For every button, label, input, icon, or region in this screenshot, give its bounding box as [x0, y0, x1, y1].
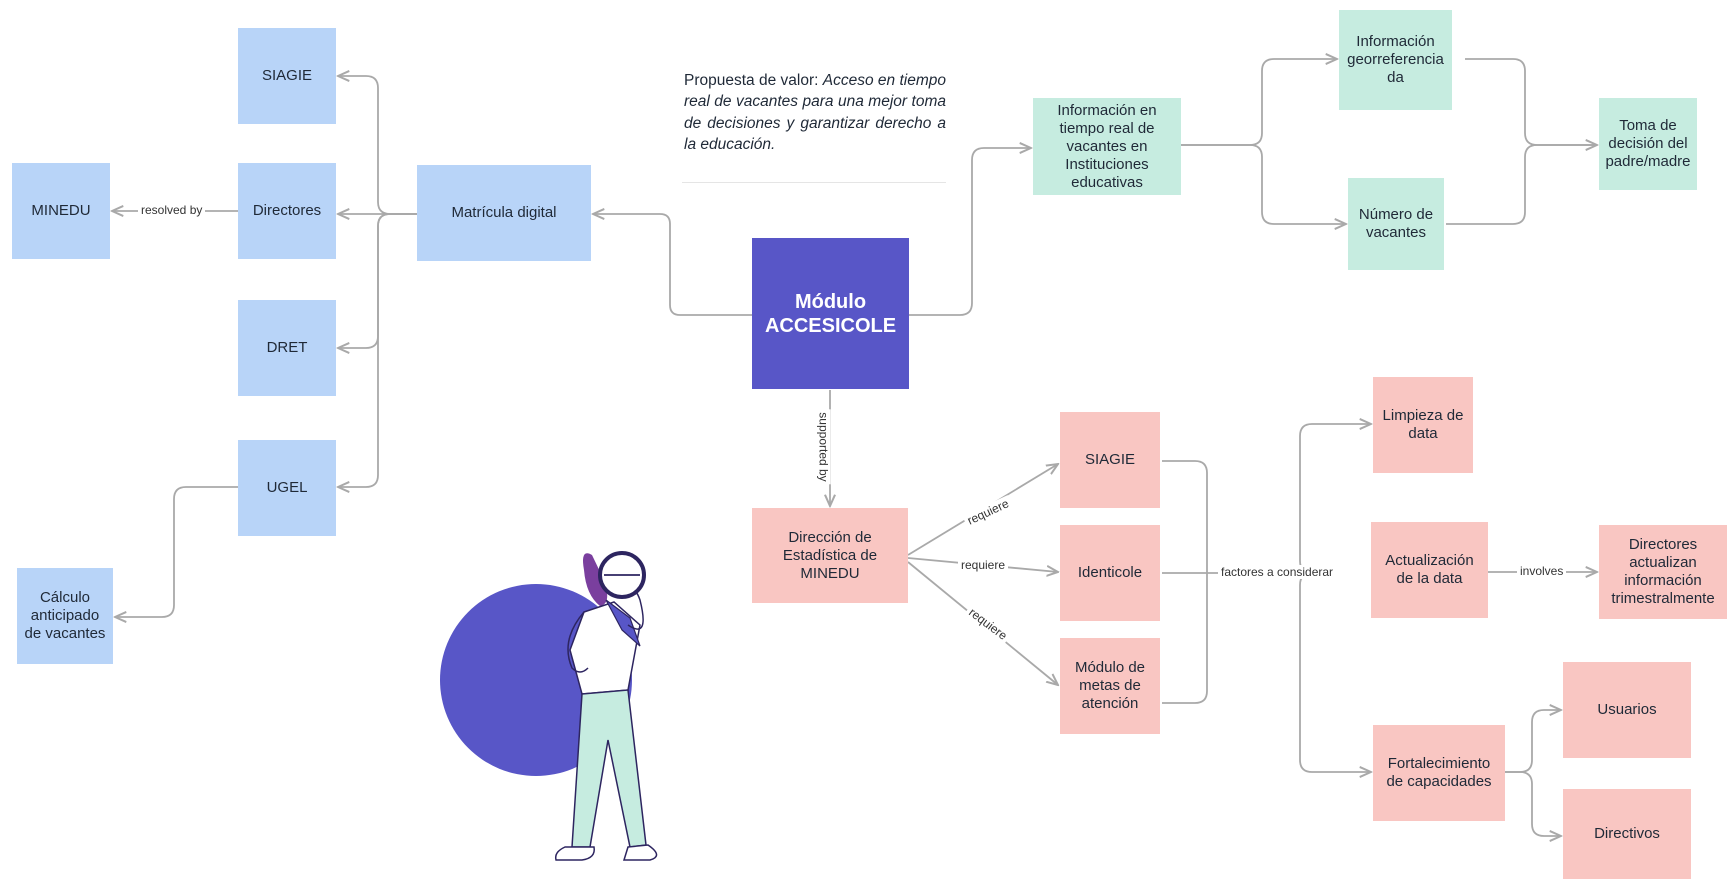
- node-fortalecimiento[interactable]: Fortalecimiento de capacidades: [1373, 725, 1505, 821]
- edge-info-numero: [1181, 144, 1346, 224]
- node-siagie-right[interactable]: SIAGIE: [1060, 412, 1160, 508]
- woman-magnifier-illustration: [440, 551, 658, 861]
- note-divider: [682, 182, 946, 183]
- node-numero-vacantes[interactable]: Número de vacantes: [1348, 178, 1444, 270]
- node-directivos[interactable]: Directivos: [1563, 789, 1691, 879]
- node-actualizacion[interactable]: Actualización de la data: [1371, 522, 1488, 618]
- node-info-georef[interactable]: Información georreferencia da: [1339, 10, 1452, 110]
- label-requiere-2: requiere: [958, 558, 1009, 572]
- node-dret[interactable]: DRET: [238, 300, 336, 396]
- edge-factores-fortalecimiento: [1299, 572, 1371, 772]
- label-involves: involves: [1517, 564, 1567, 578]
- edge-siagie-factores: [1162, 460, 1208, 704]
- edge-matricula-ugel: [338, 213, 417, 487]
- node-directores[interactable]: Directores: [238, 163, 336, 259]
- node-direccion-estadistica[interactable]: Dirección de Estadística de MINEDU: [752, 508, 908, 603]
- node-limpieza[interactable]: Limpieza de data: [1373, 377, 1473, 473]
- value-proposition-text: Acceso en tiempo real de vacantes para u…: [684, 72, 946, 154]
- value-proposition-prefix: Propuesta de valor:: [684, 72, 823, 89]
- node-siagie-left[interactable]: SIAGIE: [238, 28, 336, 124]
- edge-georef-toma: [1465, 58, 1597, 145]
- edge-info-georef: [1181, 59, 1337, 146]
- edge-numero-toma: [1446, 144, 1597, 225]
- value-proposition-note: Propuesta de valor: Acceso en tiempo rea…: [684, 70, 946, 156]
- node-matricula-digital[interactable]: Matrícula digital: [417, 165, 591, 261]
- node-toma-decision[interactable]: Toma de decisión del padre/madre: [1599, 98, 1697, 190]
- edge-matricula-siagie: [338, 76, 417, 215]
- edge-central-info: [909, 148, 1031, 316]
- edge-fort-usuarios: [1505, 710, 1561, 773]
- label-supported-by: supported by: [816, 409, 831, 485]
- node-identicole[interactable]: Identicole: [1060, 525, 1160, 621]
- node-minedu[interactable]: MINEDU: [12, 163, 110, 259]
- node-modulo-accesicole[interactable]: Módulo ACCESICOLE: [752, 238, 909, 389]
- edge-ugel-calculo: [115, 486, 238, 617]
- node-ugel[interactable]: UGEL: [238, 440, 336, 536]
- node-usuarios[interactable]: Usuarios: [1563, 662, 1691, 758]
- node-modulo-metas[interactable]: Módulo de metas de atención: [1060, 638, 1160, 734]
- node-info-tiempo-real[interactable]: Información en tiempo real de vacantes e…: [1033, 98, 1181, 195]
- edge-factores-limpieza: [1299, 424, 1371, 574]
- node-directores-actualizan[interactable]: Directores actualizan información trimes…: [1599, 525, 1727, 619]
- edge-fort-directivos: [1505, 771, 1561, 836]
- label-factores: factores a considerar: [1218, 565, 1337, 579]
- node-calculo-anticipado[interactable]: Cálculo anticipado de vacantes: [17, 568, 113, 664]
- label-resolved-by: resolved by: [138, 203, 206, 217]
- edge-central-matricula: [593, 214, 752, 316]
